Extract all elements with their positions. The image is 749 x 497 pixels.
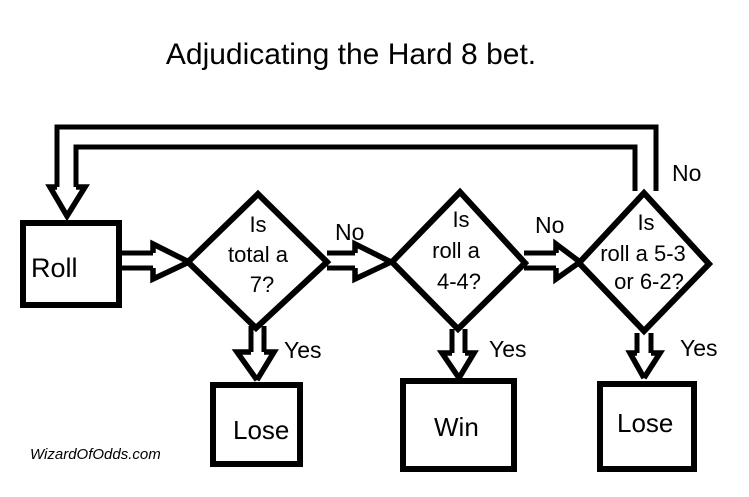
roll-box (20, 220, 122, 308)
watermark: WizardOfOdds.com (30, 446, 161, 463)
node-roll: Roll (20, 220, 122, 308)
decision1-line1: Is (249, 212, 266, 237)
decision3-diamond (574, 188, 714, 336)
node-lose-2: Lose (597, 381, 697, 472)
node-decision-total-7: Is total a 7? (183, 189, 332, 333)
right-arrowhead-icon (352, 239, 393, 284)
lose1-label: Lose (233, 415, 289, 445)
decision2-line2: roll a (432, 238, 480, 263)
page-title: Adjudicating the Hard 8 bet. (166, 38, 536, 71)
node-decision-roll-53-62: Is roll a 5-3 or 6-2? (574, 188, 714, 336)
edge-decision1-to-decision2 (327, 239, 393, 284)
edge-shaft (634, 333, 654, 353)
down-arrowhead-icon (436, 350, 479, 380)
loop-back-arrow (45, 124, 659, 222)
edge-decision1-to-lose (231, 326, 279, 382)
edge-label-yes3: Yes (680, 335, 718, 361)
edge-decision2-to-win (436, 329, 479, 380)
loop-back-inner-line (73, 144, 638, 191)
win-label: Win (434, 412, 479, 442)
win-box (400, 378, 517, 472)
edge-label-yes1: Yes (284, 337, 322, 363)
loop-back-arrowhead-icon (45, 184, 90, 222)
lose2-label: Lose (617, 408, 673, 438)
right-arrowhead-icon (150, 239, 191, 284)
edge-shaft (327, 250, 355, 271)
edge-label-no2: No (535, 212, 564, 238)
edge-decision3-to-lose (625, 333, 666, 380)
lose1-box (210, 382, 303, 467)
decision3-line3: or 6-2? (614, 269, 684, 294)
edge-label-yes2: Yes (489, 336, 527, 362)
decision1-line2: total a (228, 242, 289, 267)
right-arrowhead-icon (553, 238, 582, 285)
node-lose-1: Lose (210, 382, 303, 467)
edge-label-no-loop: No (672, 160, 701, 186)
decision1-line3: 7? (250, 272, 274, 297)
decision3-line1: Is (637, 210, 654, 235)
edge-shaft (248, 326, 267, 352)
loop-back-outer-line (54, 124, 659, 191)
decision2-line3: 4-4? (437, 269, 481, 294)
edge-roll-to-decision1 (121, 239, 191, 284)
decision1-diamond (183, 189, 332, 333)
edge-shaft (121, 250, 153, 271)
decision3-line2: roll a 5-3 (600, 241, 686, 266)
decision2-diamond (387, 187, 530, 334)
node-win: Win (400, 378, 517, 472)
edge-label-no1: No (335, 219, 364, 245)
edge-shaft (449, 329, 468, 353)
roll-label: Roll (31, 253, 78, 283)
edge-decision2-to-decision3 (524, 238, 582, 285)
edge-shaft (524, 250, 556, 271)
decision2-line1: Is (452, 207, 469, 232)
down-arrowhead-icon (625, 350, 666, 380)
down-arrowhead-icon (231, 349, 279, 382)
lose2-box (597, 381, 697, 472)
node-decision-roll-44: Is roll a 4-4? (387, 187, 530, 334)
